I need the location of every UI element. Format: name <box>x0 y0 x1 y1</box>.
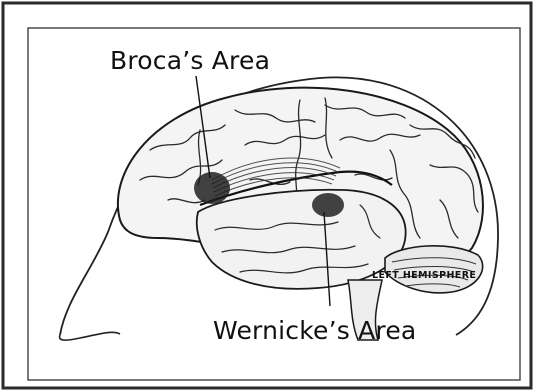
broca-area-region <box>194 172 230 204</box>
hemisphere-label: LEFT HEMISPHERE <box>372 270 476 281</box>
wernicke-area-label: Wernicke’s Area <box>213 316 416 345</box>
chin-line <box>60 332 120 340</box>
broca-area-label: Broca’s Area <box>110 46 270 75</box>
wernicke-area-region <box>312 193 344 217</box>
